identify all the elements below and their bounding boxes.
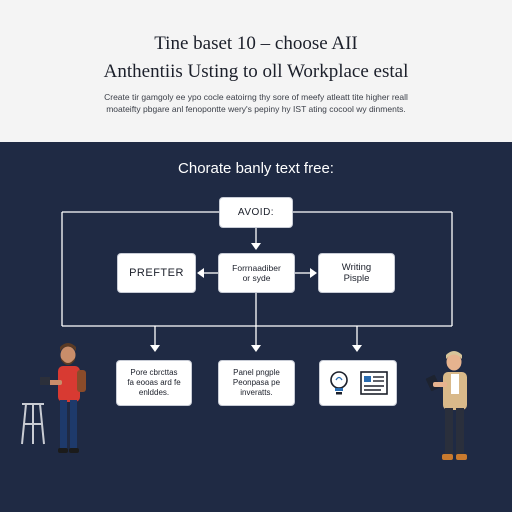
intro-text-line-1: Create tir gamgoly ee ypo cocle eatoirng… (104, 92, 408, 102)
left-person-illustration (21, 343, 86, 453)
format-label-line-2: or syde (242, 273, 271, 283)
prefer-box: PREFTER (117, 253, 196, 293)
format-box: Forrnaadiber or syde (218, 253, 295, 293)
writing-label-line-1: Writing (341, 262, 372, 273)
bottom-box-1-line-1: Pore cbrcttas (130, 368, 178, 377)
stool-icon (21, 403, 45, 445)
avoid-label: AVOID: (237, 207, 275, 218)
avoid-box: AVOID: (219, 197, 293, 228)
writing-box: Writing Pisple (318, 253, 395, 293)
bottom-box-1-line-2: fa eooas ard fe (127, 378, 181, 387)
page-title-line-2: Anthentiis Usting to oll Workplace estal (103, 61, 409, 82)
header-panel: Tine baset 10 – choose AII Anthentiis Us… (0, 0, 512, 142)
prefer-label: PREFTER (129, 267, 184, 279)
diagram-subheading: Chorate banly text free: (178, 160, 334, 177)
bottom-box-2-line-1: Panel pngple (233, 368, 280, 377)
bottom-box-1-line-3: enlddes. (138, 388, 170, 397)
page-title-line-1: Tine baset 10 – choose AII (154, 33, 358, 54)
arrowhead (352, 345, 362, 352)
arrowhead (251, 345, 261, 352)
writing-label-line-2: Pisple (343, 273, 370, 284)
arrowhead (150, 345, 160, 352)
arrowhead (251, 243, 261, 250)
lightbulb-icon (330, 371, 348, 395)
arrowhead (197, 268, 204, 278)
format-label-line-1: Forrnaadiber (232, 263, 281, 273)
arrowhead (310, 268, 317, 278)
bottom-box-1: Pore cbrcttas fa eooas ard fe enlddes. (116, 360, 192, 406)
right-person-illustration (425, 351, 467, 460)
bottom-box-3 (319, 360, 397, 406)
bottom-box-2: Panel pngple Peonpasa pe inveratts. (218, 360, 295, 406)
intro-text-line-2: moateifty pbgare anl fenopontte wery's p… (106, 104, 406, 114)
bottom-box-2-line-2: Peonpasa pe (232, 378, 281, 387)
bottom-box-2-line-3: inveratts. (240, 388, 273, 397)
document-icon (360, 371, 388, 395)
